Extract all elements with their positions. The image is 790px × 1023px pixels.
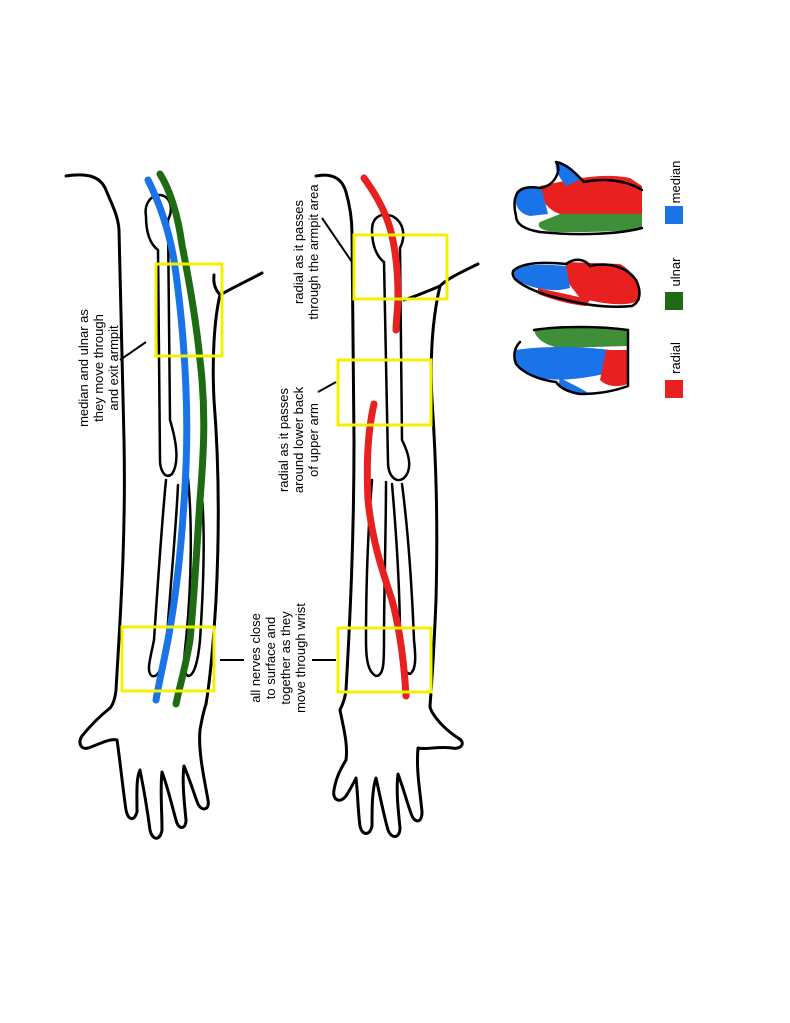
annotation-median-ulnar: median and ulnar as they move through an… xyxy=(76,309,121,427)
legend-label-ulnar: ulnar xyxy=(668,257,683,287)
right-ulna xyxy=(390,482,417,676)
hand-2-outline xyxy=(511,258,641,308)
legend-item-ulnar: ulnar xyxy=(665,257,683,310)
hand-3-blue-zone xyxy=(513,347,612,380)
legend: median ulnar radial xyxy=(665,161,683,398)
left-arm-shoulder-outline xyxy=(64,173,126,710)
hand-1-outline xyxy=(513,160,644,236)
right-hand-outline xyxy=(332,704,464,838)
hand-1-red-zone xyxy=(540,175,642,214)
annotation-all-nerves: all nerves close to surface and together… xyxy=(248,603,308,713)
legend-swatch-radial xyxy=(665,380,683,398)
left-arm xyxy=(64,173,264,840)
hand-3-green-zone xyxy=(534,327,628,348)
legend-item-radial: radial xyxy=(665,342,683,398)
left-armpit-box xyxy=(154,262,224,358)
annotation-radial-armpit-line1: radial as it passes xyxy=(291,199,306,304)
annotation-all-nerves-line3: together as they xyxy=(278,611,293,705)
right-armpit-box xyxy=(352,233,449,301)
legend-label-median: median xyxy=(668,161,683,204)
legend-swatch-ulnar xyxy=(665,292,683,310)
hand-side-icon xyxy=(511,258,641,308)
annotation-median-ulnar-line2: they move through xyxy=(91,314,106,422)
legend-item-median: median xyxy=(665,161,683,224)
legend-swatch-median xyxy=(665,206,683,224)
hand-1-green-zone xyxy=(538,214,642,232)
right-upper-arm-box xyxy=(336,358,433,427)
annotation-radial-armpit-line2: through the armpit area xyxy=(306,184,321,320)
annotation-radial-armpit: radial as it passes through the armpit a… xyxy=(291,184,321,320)
leader-radial-armpit xyxy=(321,217,353,263)
left-radius xyxy=(147,478,180,678)
annotation-all-nerves-line2: to surface and xyxy=(263,617,278,699)
right-radial-nerve-lower xyxy=(363,400,410,700)
annotation-median-ulnar-line1: median and ulnar as xyxy=(76,309,91,427)
hand-3-red-zone xyxy=(600,350,628,387)
leader-median-ulnar xyxy=(119,341,147,361)
hand-1-thumb xyxy=(555,162,580,186)
hand-2-red-zone xyxy=(566,262,640,305)
left-hand-outline xyxy=(78,702,210,840)
annotation-all-nerves-line1: all nerves close xyxy=(248,613,263,703)
hand-2-blue-zone xyxy=(512,264,570,291)
annotation-radial-upper-arm-line3: of upper arm xyxy=(306,403,321,477)
legend-label-radial: radial xyxy=(668,342,683,374)
left-median-nerve xyxy=(144,176,191,704)
annotation-radial-upper-arm-line1: radial as it passes xyxy=(276,387,291,492)
right-radial-nerve-upper xyxy=(360,174,402,334)
annotation-radial-upper-arm: radial as it passes around lower back of… xyxy=(276,386,321,493)
leader-radial-upper-arm xyxy=(317,381,337,393)
right-arm-outer-outline xyxy=(428,262,480,708)
annotation-all-nerves-line4: move through wrist xyxy=(293,603,308,713)
hand-dorsal-icon xyxy=(513,160,644,236)
annotation-radial-upper-arm-line2: around lower back xyxy=(291,386,306,493)
left-wrist-box xyxy=(120,625,216,693)
annotation-median-ulnar-line3: and exit armpit xyxy=(106,325,121,411)
hand-palmar-icon xyxy=(513,325,630,396)
right-humerus xyxy=(370,213,411,482)
hand-3-outline xyxy=(513,325,630,396)
right-wrist-box xyxy=(336,626,433,694)
hand-1-blue-zone xyxy=(515,188,548,216)
left-ulnar-nerve xyxy=(156,170,208,708)
left-armpit-outline xyxy=(212,273,222,297)
left-ulna xyxy=(182,476,206,678)
